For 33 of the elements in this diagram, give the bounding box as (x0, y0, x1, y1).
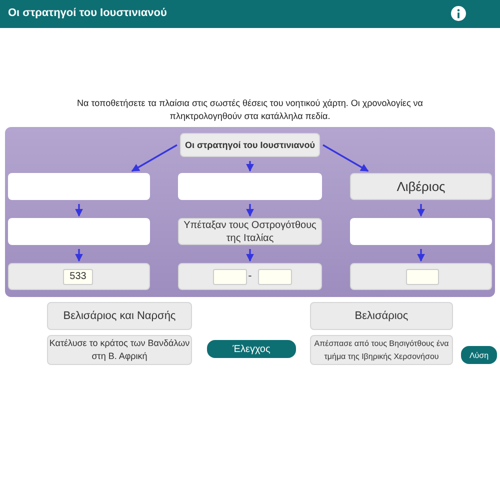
arrow (417, 204, 425, 217)
arrow (246, 204, 254, 217)
mind-map-box (350, 218, 492, 245)
dash-text: - (248, 270, 252, 283)
mind-map-box (178, 173, 322, 200)
instruction-text: Να τοποθετήσετε τα πλαίσια στις σωστές θέσεις του νοητικού χάρτη. Οι χρονολογίες να πληκτρολογηθούν στα κατάλληλα πεδία. (76, 97, 424, 123)
page-title: Οι στρατηγοί του Ιουστινιανού (8, 7, 167, 19)
box-text: Απέσπασε από τους Βησιγότθους ένα τμήμα της Ιβηρικής Χερσονήσου (313, 338, 450, 363)
arrow (75, 204, 83, 217)
box-text: Υπέταξαν τους Οστρογότθους της Ιταλίας (182, 218, 318, 244)
arrow (75, 249, 83, 262)
arrow (246, 161, 254, 172)
mind-map-box (350, 263, 492, 290)
mind-map-box (310, 302, 453, 330)
mind-map-box (8, 218, 150, 245)
check-button: Έλεγχος (207, 340, 296, 358)
box-text: Λιβέριος (396, 180, 446, 193)
solution-button: Λύση (461, 346, 497, 364)
arrow (246, 249, 254, 262)
mind-map-box (8, 263, 150, 290)
arrow (417, 249, 425, 262)
box-text: Κατέλυσε το κράτος των Βανδάλων στη Β. Αφρική (48, 337, 191, 363)
mind-map-box (180, 133, 320, 157)
box-text: Βελισάριος και Ναρσής (63, 310, 176, 322)
input-field: 533 (63, 268, 93, 284)
box-text: Οι στρατηγοί του Ιουστινιανού (185, 138, 315, 152)
mind-map-box (178, 263, 322, 290)
arrow (322, 144, 369, 172)
box-text: Βελισάριος (354, 310, 408, 322)
mind-map-box (350, 173, 492, 200)
mind-map-box (8, 173, 150, 200)
mind-map-box (47, 302, 192, 330)
arrow (131, 144, 178, 172)
